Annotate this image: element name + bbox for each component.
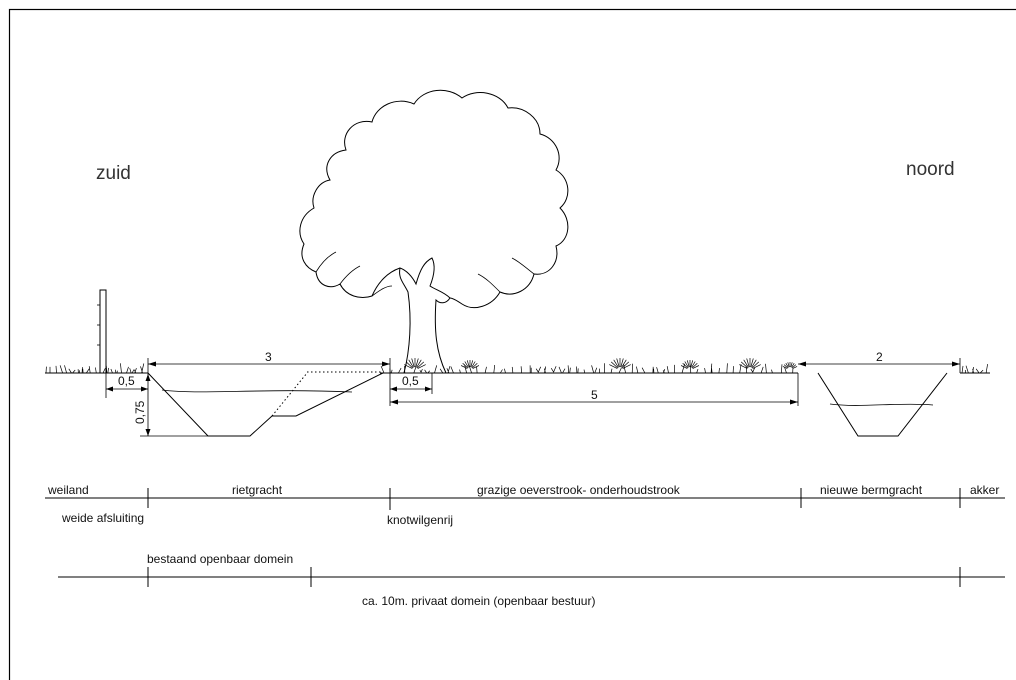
domain-private: ca. 10m. privaat domein (openbaar bestuu… [362,594,595,608]
marker-fence: weide afsluiting [61,511,144,525]
drawing-border [8,8,1016,680]
grass-strokes [45,358,988,374]
berm-ditch [817,372,948,437]
zone-strip: grazige oeverstrook- onderhoudstrook [477,483,681,497]
zone-rietgracht: rietgracht [232,483,283,497]
marker-willows: knotwilgenrij [387,513,453,527]
dimension-margin-left-value: 0,5 [118,374,135,388]
zone-line [45,488,1005,510]
fence-post [97,289,107,374]
dimension-strip-width-value: 5 [591,388,598,402]
dimension-margin-left [105,373,148,398]
dimension-new-ditch-width-value: 2 [876,350,883,364]
domain-public: bestaand openbaar domein [147,552,293,566]
domain-line [58,567,1005,587]
dimension-new-ditch-width [798,358,961,373]
zone-akker: akker [970,483,999,497]
dimension-margin-tree [389,373,433,406]
label-north: noord [906,159,955,180]
reed-ditch [147,371,384,437]
tree-icon [299,89,569,374]
dimension-margin-tree-value: 0,5 [402,374,419,388]
dimension-depth-value: 0,75 [133,400,147,424]
dimension-strip-width [390,373,799,406]
label-south: zuid [96,163,131,184]
dimension-ditch-width [147,358,391,373]
zone-weiland: weiland [47,483,89,497]
grass-tufts [45,358,988,374]
dimension-ditch-width-value: 3 [265,350,272,364]
dimension-depth [140,373,208,437]
zone-bermgracht: nieuwe bermgracht [820,483,923,497]
